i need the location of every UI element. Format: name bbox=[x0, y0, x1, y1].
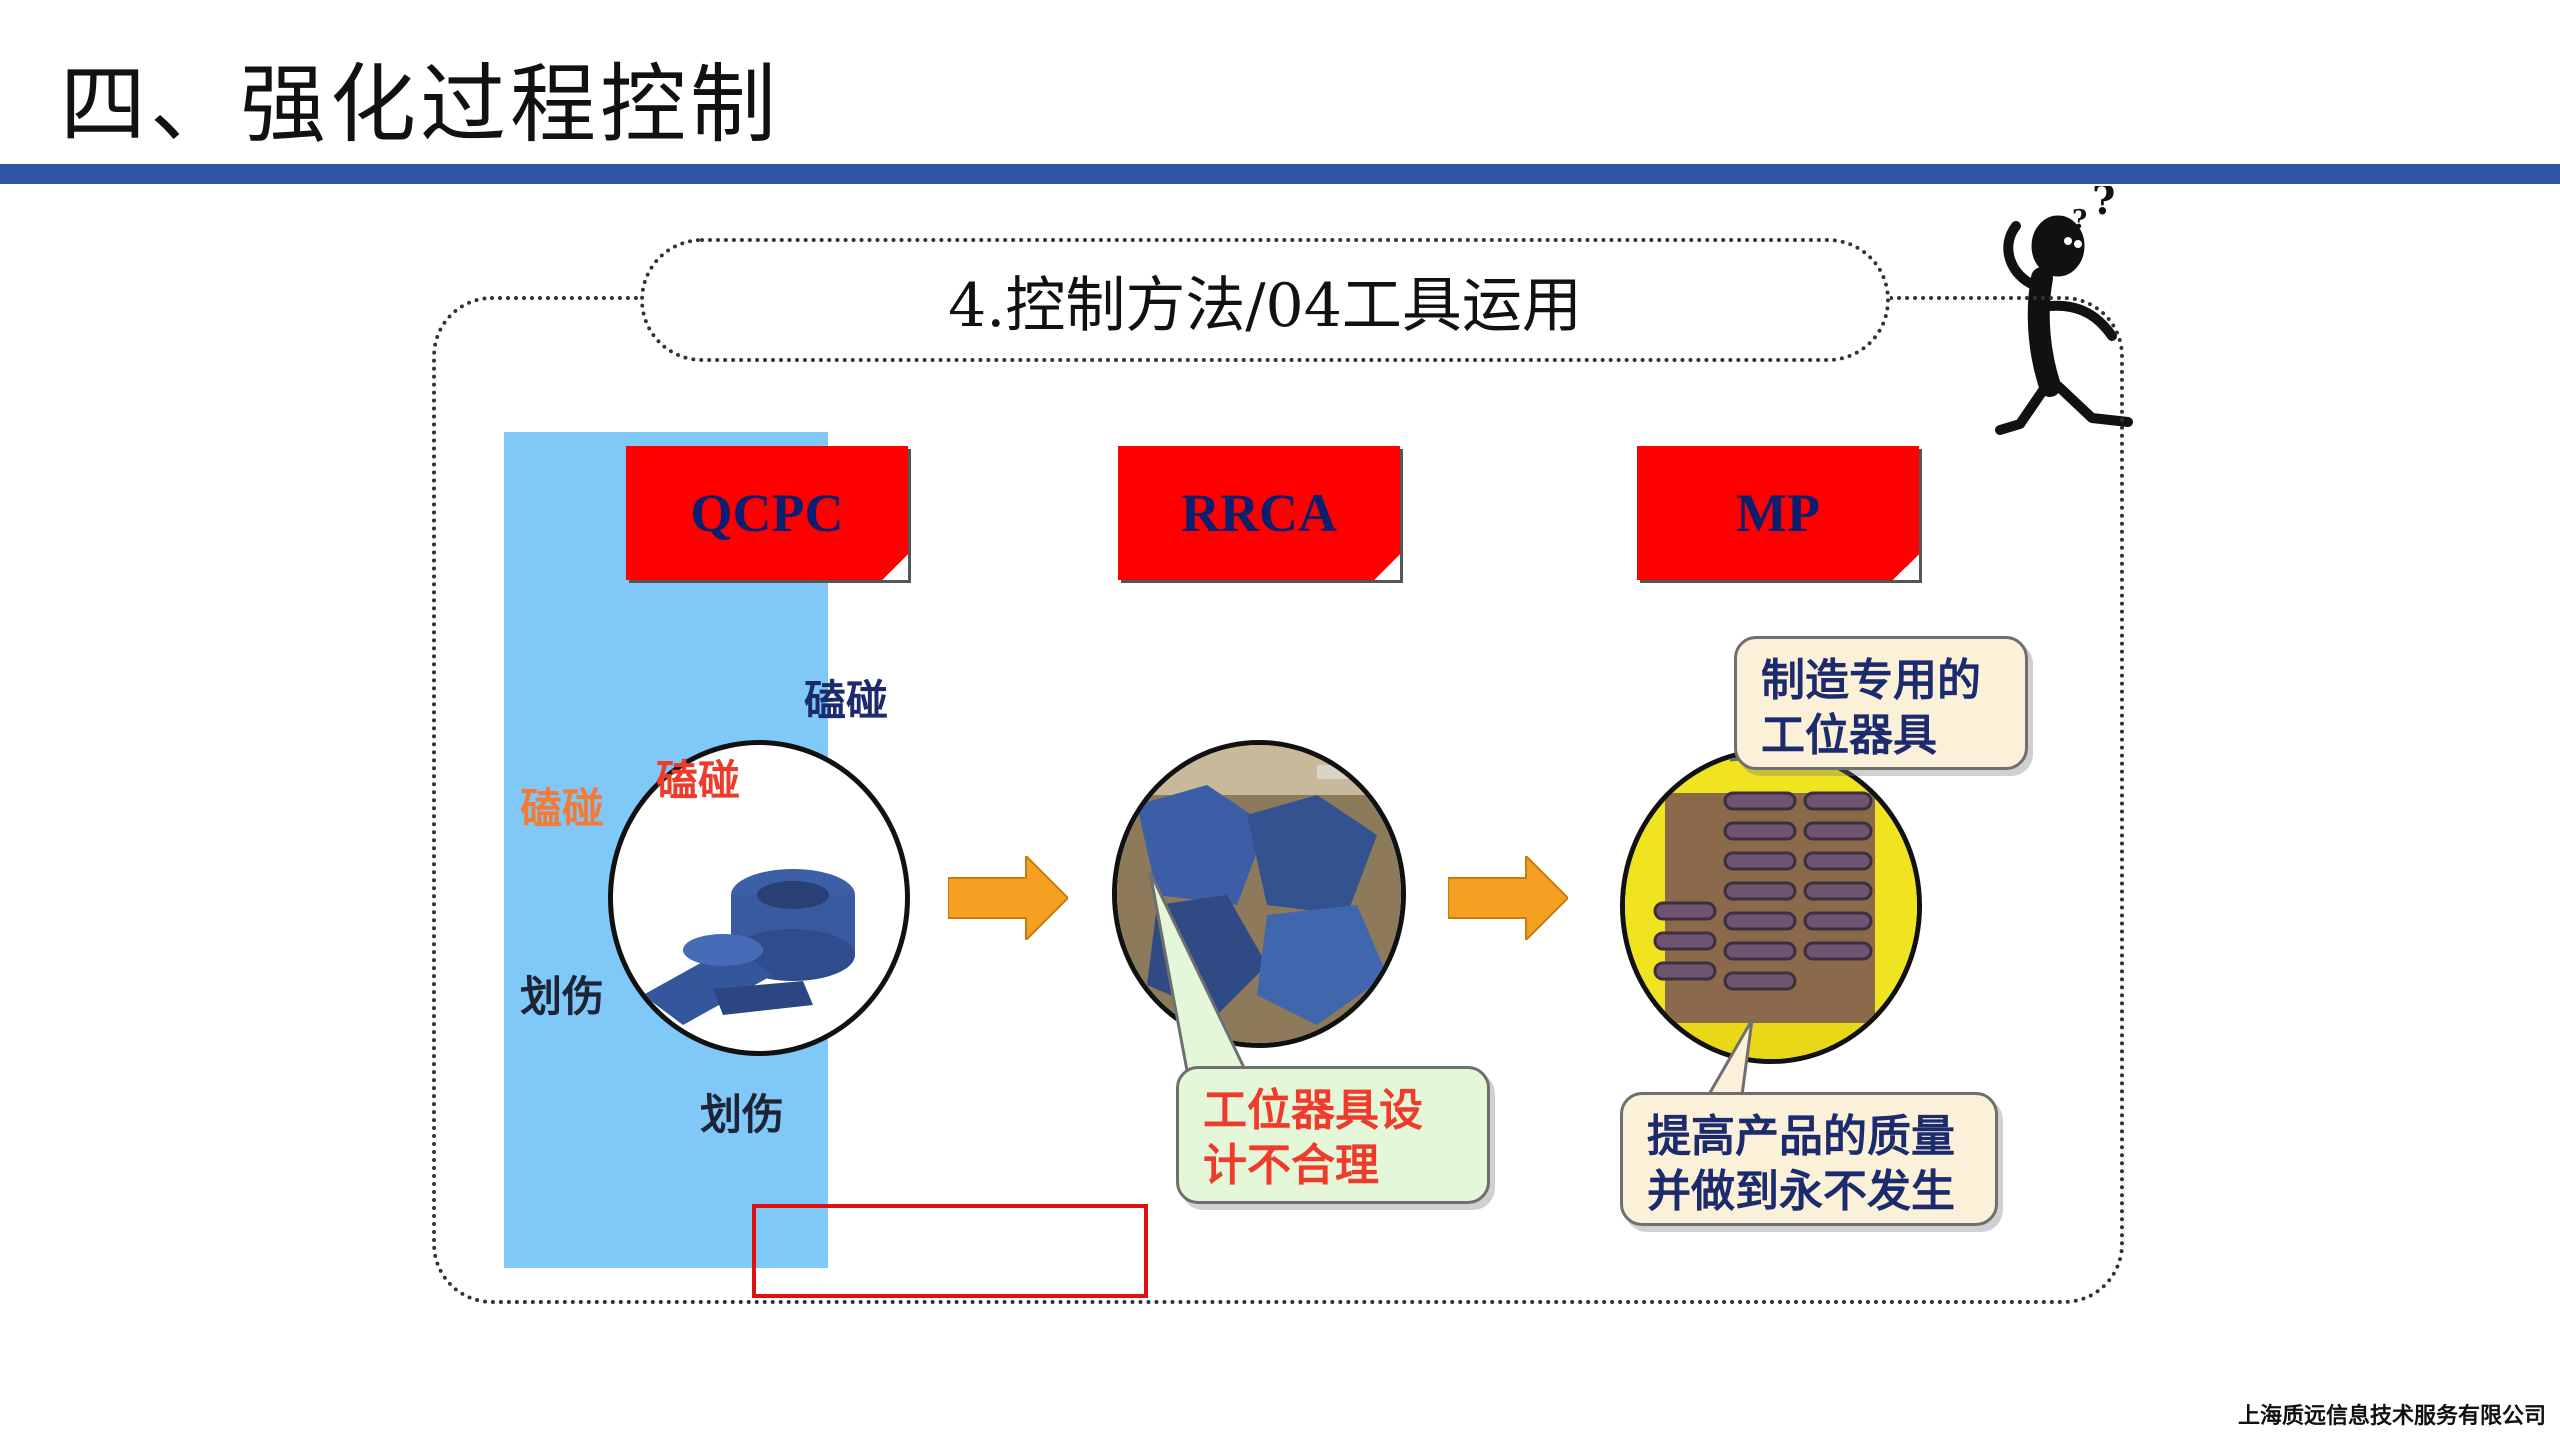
callout-line: 计不合理 bbox=[1203, 1140, 1379, 1191]
card-rrca-label: RRCA bbox=[1181, 483, 1337, 543]
card-qcpc: QCPC bbox=[626, 446, 908, 580]
defect-label: 磕碰 bbox=[520, 784, 605, 833]
parts-photo-circle bbox=[608, 740, 910, 1056]
damaged-parts-image bbox=[643, 869, 855, 1025]
svg-text:?: ? bbox=[2072, 205, 2087, 235]
title-divider bbox=[0, 164, 2560, 184]
callout-line: 并做到永不发生 bbox=[1647, 1166, 1955, 1217]
card-rrca: RRCA bbox=[1118, 446, 1400, 580]
parts-in-crate-image bbox=[1117, 745, 1401, 1043]
svg-text:?: ? bbox=[2092, 186, 2115, 224]
cause-callout: 工位器具设 计不合理 bbox=[1176, 1066, 1490, 1204]
callout-line: 制造专用的 bbox=[1761, 655, 1981, 706]
card-mp: MP bbox=[1637, 446, 1919, 580]
callout-line: 工位器具设 bbox=[1203, 1085, 1423, 1136]
improve-callout: 提高产品的质量 并做到永不发生 bbox=[1620, 1092, 1998, 1226]
defect-label: 磕碰 bbox=[804, 676, 889, 725]
footer-company: 上海质远信息技术服务有限公司 bbox=[2237, 1404, 2546, 1429]
defect-label: 划伤 bbox=[700, 1090, 785, 1139]
section-heading: 4.控制方法/04工具运用 bbox=[640, 238, 1890, 362]
fixture-callout: 制造专用的 工位器具 bbox=[1734, 636, 2028, 770]
highlight-box bbox=[752, 1204, 1148, 1298]
arrow-right-icon bbox=[1448, 856, 1568, 940]
card-qcpc-label: QCPC bbox=[690, 483, 844, 543]
defect-label: 划伤 bbox=[520, 972, 605, 1021]
arrow-right-icon bbox=[948, 856, 1068, 940]
card-mp-label: MP bbox=[1736, 483, 1820, 543]
slide-title: 四、强化过程控制 bbox=[60, 55, 780, 155]
callout-line: 工位器具 bbox=[1761, 710, 1937, 761]
section-heading-text: 4.控制方法/04工具运用 bbox=[948, 270, 1582, 341]
callout-line: 提高产品的质量 bbox=[1647, 1111, 1955, 1162]
defect-label: 磕碰 bbox=[656, 756, 741, 805]
